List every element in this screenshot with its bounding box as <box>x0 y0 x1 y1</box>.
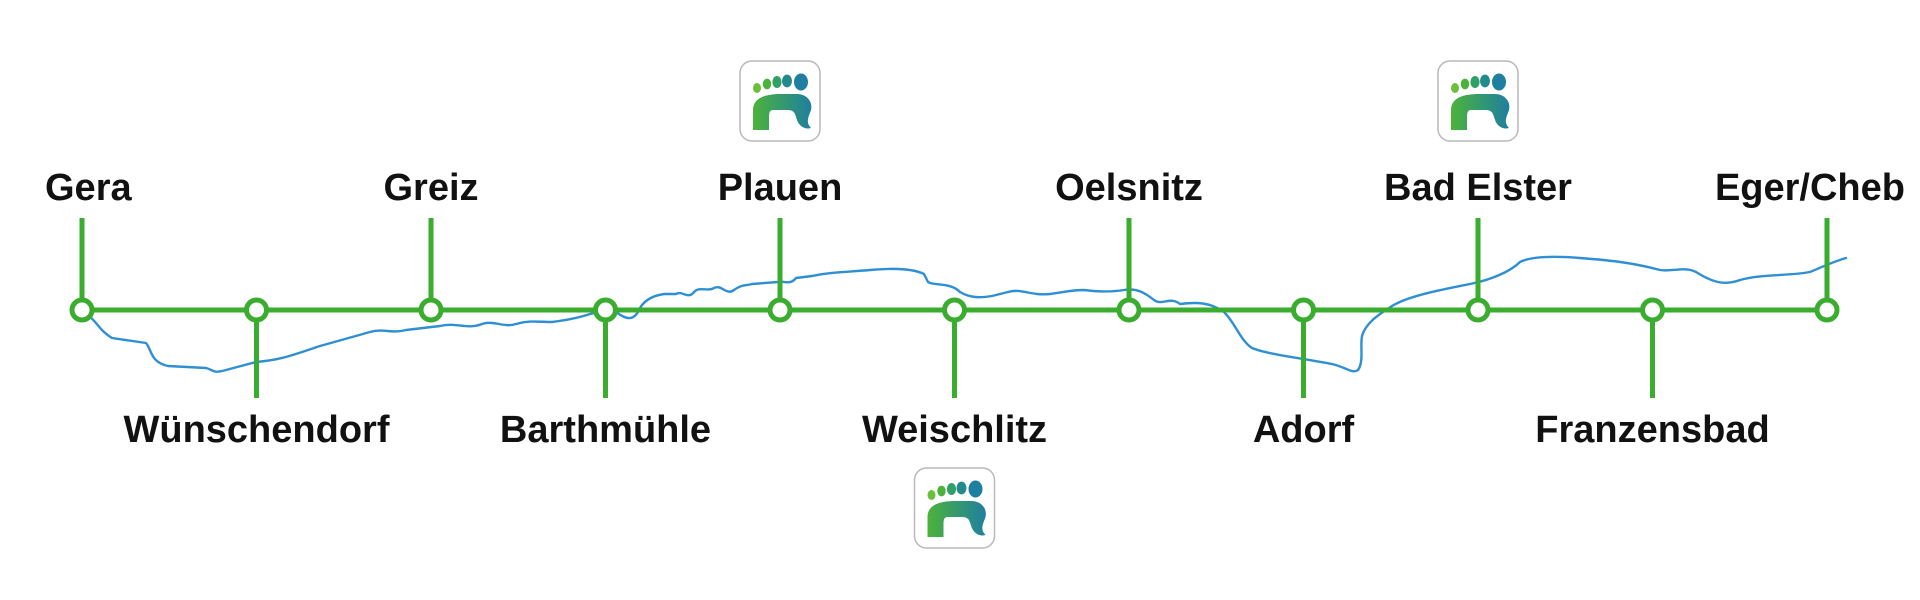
station-label: Plauen <box>718 167 843 209</box>
station-marker <box>1291 297 1316 323</box>
station-oelsnitz: Oelsnitz <box>1055 167 1203 323</box>
station-marker <box>244 297 269 323</box>
station-eger-cheb: Eger/Cheb <box>1715 167 1905 323</box>
station-label: Franzensbad <box>1535 409 1769 451</box>
station-label: Bad Elster <box>1384 167 1572 209</box>
station-marker <box>1640 297 1665 323</box>
station-plauen: Plauen <box>718 60 843 323</box>
station-marker <box>69 297 95 323</box>
footprint-logo-icon <box>1437 60 1519 142</box>
station-marker <box>418 297 444 323</box>
station-gera: Gera <box>45 167 132 323</box>
station-adorf: Adorf <box>1253 297 1355 451</box>
station-label: Wünschendorf <box>124 409 390 451</box>
station-label: Eger/Cheb <box>1715 167 1905 209</box>
river-course <box>80 255 1848 373</box>
footprint-logo-icon <box>739 60 821 142</box>
station-label: Barthmühle <box>500 409 711 451</box>
station-marker <box>1814 297 1840 323</box>
station-label: Adorf <box>1253 409 1355 451</box>
station-wünschendorf: Wünschendorf <box>124 297 390 451</box>
station-marker <box>593 297 618 323</box>
station-marker <box>1465 297 1491 323</box>
station-weischlitz: Weischlitz <box>862 297 1047 549</box>
station-label: Gera <box>45 167 132 209</box>
station-greiz: Greiz <box>383 167 479 323</box>
station-marker <box>767 297 793 323</box>
station-barthmühle: Barthmühle <box>500 297 711 451</box>
station-marker <box>942 297 967 323</box>
station-label: Greiz <box>383 167 478 209</box>
station-label: Weischlitz <box>862 409 1047 451</box>
station-franzensbad: Franzensbad <box>1535 297 1770 451</box>
station-label: Oelsnitz <box>1055 167 1203 209</box>
footprint-logo-icon <box>913 467 996 549</box>
station-marker <box>1116 297 1142 323</box>
station-bad-elster: Bad Elster <box>1384 60 1572 323</box>
